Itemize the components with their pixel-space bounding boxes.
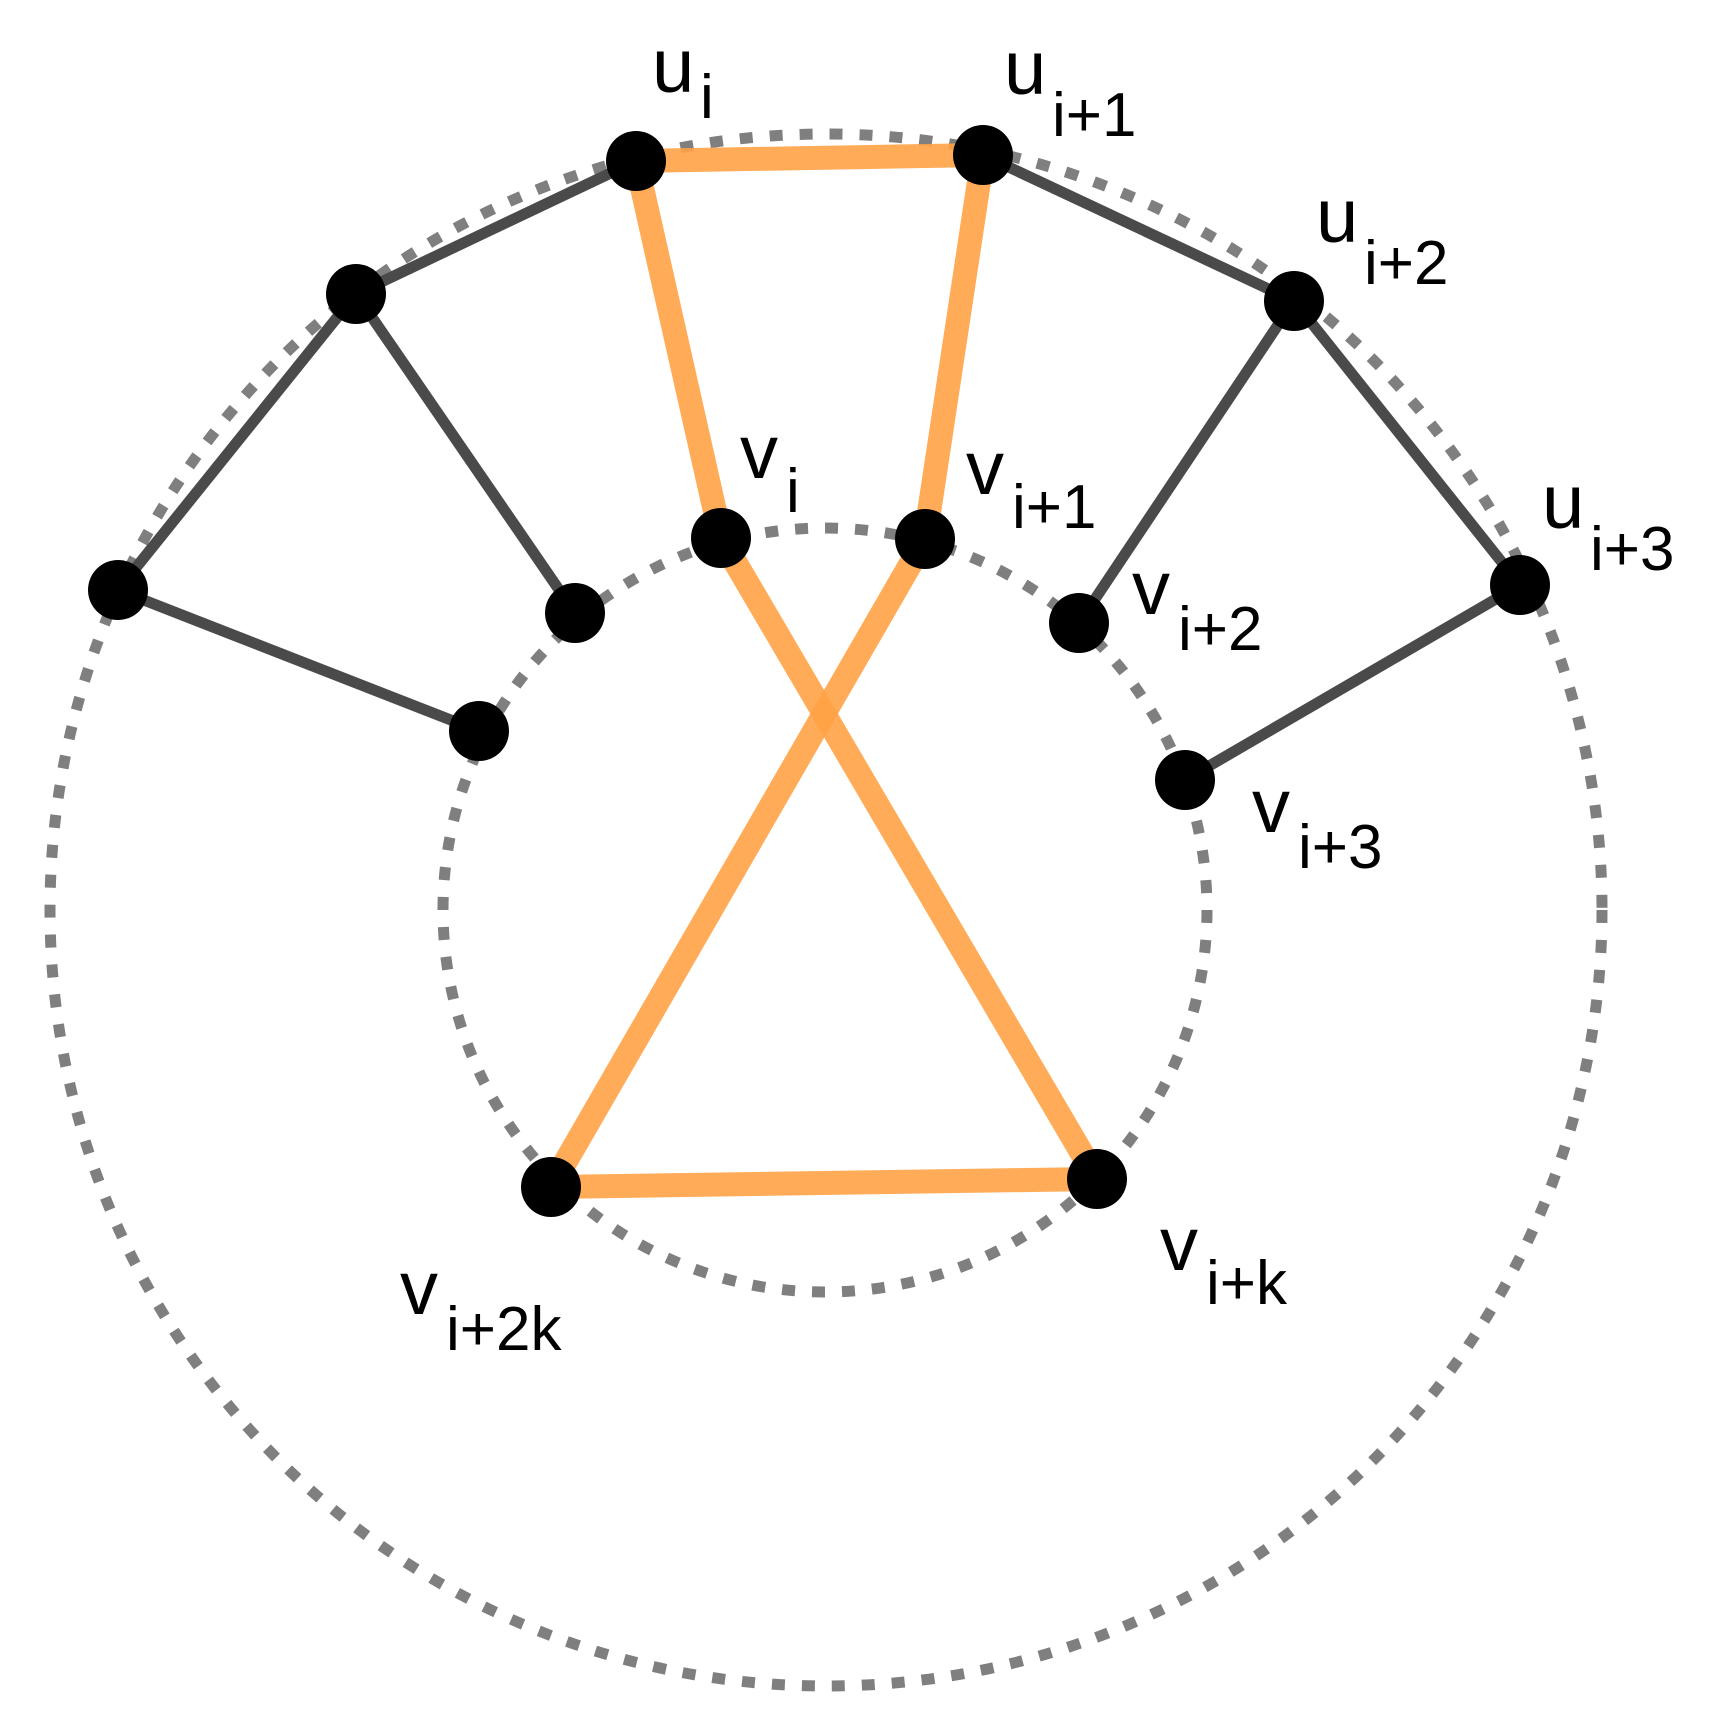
edges	[113, 143, 1525, 1199]
vertex-u_i2	[1264, 271, 1324, 331]
label-u_i1-main: u	[1004, 26, 1046, 111]
vertex-v_i2k	[521, 1157, 581, 1217]
label-v_ik-sub: i+k	[1206, 1249, 1288, 1318]
edge-u_i2-u_i3	[1289, 297, 1525, 589]
vertices	[88, 125, 1550, 1217]
highlight-edge-u_i-u_i1	[635, 143, 984, 173]
label-u_i2-main: u	[1316, 174, 1358, 259]
label-v_i2k-main: v	[400, 1246, 438, 1331]
vertex-v_i3	[1155, 750, 1215, 810]
dotted-cycles	[44, 128, 1608, 1692]
highlight-edge-v_i-v_ik	[710, 531, 1108, 1186]
vertex-v_i1	[895, 509, 955, 569]
label-v_i2-main: v	[1132, 546, 1170, 631]
label-u_i-sub: i	[700, 63, 714, 132]
label-v_i-main: v	[740, 410, 778, 495]
highlight-edge-v_i1-v_i2k	[540, 533, 936, 1193]
highlight-edge-u_i-v_i	[624, 158, 733, 541]
label-u_i3-sub: i+3	[1590, 515, 1674, 584]
label-v_i1-main: v	[966, 426, 1004, 511]
outer-cycle	[44, 128, 1608, 1692]
label-u_i-main: u	[652, 24, 694, 109]
label-u_i3-main: u	[1542, 460, 1584, 545]
label-v_i2-sub: i+2	[1178, 595, 1262, 664]
edge-u_im2-v_im2	[115, 584, 482, 737]
label-u_i2-sub: i+2	[1364, 229, 1448, 298]
label-u_i1-sub: i+1	[1052, 81, 1136, 150]
vertex-u_i3	[1490, 555, 1550, 615]
vertex-v_im1	[545, 583, 605, 643]
label-v_i3-main: v	[1252, 764, 1290, 849]
edge-u_i2-v_i2	[1074, 297, 1299, 627]
edge-u_im1-v_im1	[351, 290, 580, 617]
vertex-v_i2	[1049, 593, 1109, 653]
label-v_i1-sub: i+1	[1012, 473, 1096, 542]
edge-u_im1-u_i	[353, 156, 639, 299]
label-v_ik-main: v	[1160, 1202, 1198, 1287]
label-v_i2k-sub: i+2k	[446, 1295, 562, 1364]
vertex-u_i	[606, 131, 666, 191]
vertex-v_ik	[1067, 1149, 1127, 1209]
vertex-u_im1	[326, 264, 386, 324]
highlight-edge-v_i2k-v_ik	[550, 1167, 1098, 1199]
edge-u_i1-u_i2	[980, 150, 1297, 306]
label-v_i-sub: i	[786, 457, 800, 526]
vertex-u_im2	[88, 560, 148, 620]
vertex-u_i1	[953, 125, 1013, 185]
label-v_i3-sub: i+3	[1298, 813, 1382, 882]
vertex-v_i	[691, 508, 751, 568]
edge-u_i3-v_i3	[1182, 580, 1523, 785]
highlight-edge-u_i1-v_i1	[913, 153, 995, 541]
inner-cycle	[437, 522, 1213, 1298]
edge-u_im2-u_im1	[113, 290, 361, 594]
vertex-v_im2	[449, 701, 509, 761]
